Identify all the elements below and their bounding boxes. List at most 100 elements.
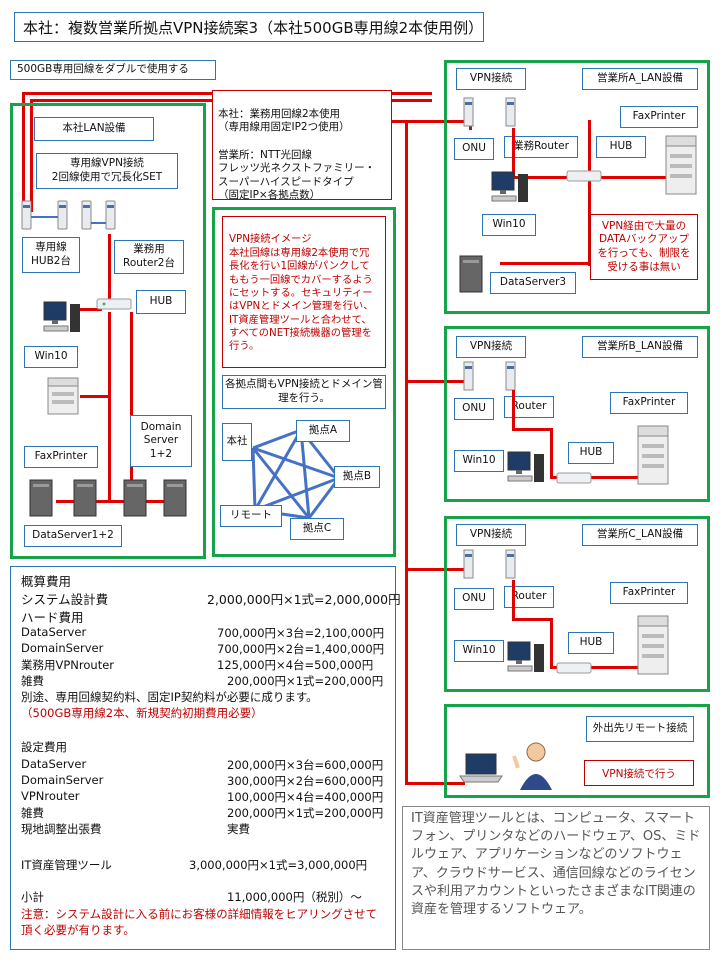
office-a-onu-router-icons: [463, 97, 516, 127]
hq-wire-hub-win: [80, 308, 102, 311]
office-c-fax-label: FaxPrinter: [610, 582, 688, 604]
hq-lan-area: [10, 103, 206, 559]
setup-row-vpnrouter: VPNrouter 100,000円×4台=400,000円: [21, 789, 384, 804]
office-b-printer-icon: [637, 425, 669, 485]
setup-row-travel: 現地調整出張費 実費: [21, 822, 250, 836]
office-b-onu-label: ONU: [454, 398, 494, 420]
office-c-lan-label: 営業所C_LAN設備: [582, 524, 698, 546]
cost-box: 概算費用 システム設計費 2,000,000円×1式=2,000,000円 ハー…: [10, 566, 401, 950]
office-a-vpn-label: VPN接続: [456, 68, 526, 90]
hq-wire-fax: [80, 395, 110, 398]
cost-row-extra: 別途、専用回線契約料、固定IP契約料が必要に成ります。: [21, 690, 318, 704]
vpn-image-area: [212, 207, 396, 557]
office-a-win10-label: Win10: [482, 214, 536, 236]
hq-hub-label: HUB: [136, 290, 186, 314]
office-b-router-label: Router: [504, 396, 554, 418]
hq-domain-label: Domain Server 1+2: [130, 415, 192, 467]
office-b-wire-4: [550, 476, 640, 479]
office-a-wire-4: [588, 176, 591, 266]
vpn-image-text: VPN接続イメージ 本社回線は専用線2本使用で冗長化を行い1回線がパンクしてもも…: [222, 216, 386, 368]
setup-row-domainserver: DomainServer 300,000円×2台=600,000円: [21, 773, 384, 788]
office-a-server-icon: [459, 255, 483, 293]
office-b-win10-label: Win10: [454, 450, 504, 472]
office-c-wire-2: [512, 618, 552, 621]
office-a-wire-5: [500, 262, 590, 265]
office-a-lan-label: 営業所A_LAN設備: [582, 68, 698, 90]
vpn-image-sub: 各拠点間もVPN接続とドメイン管理を行う。: [222, 375, 386, 409]
hq-lan-label: 本社LAN設備: [34, 117, 154, 141]
trunk-wire-right-v: [405, 120, 408, 785]
vpn-node-a: 拠点A: [296, 420, 350, 442]
setup-row-misc: 雑費 200,000円×1式=200,000円: [21, 806, 384, 820]
cost-heading-2: ハード費用: [21, 610, 84, 625]
hq-vpn-label: 専用線VPN接続 2回線使用で冗長化SET: [36, 153, 178, 189]
office-b-wire-2: [512, 428, 552, 431]
cost-row-design: システム設計費 2,000,000円×1式=2,000,000円: [21, 592, 401, 607]
cost-row-misc: 雑費 200,000円×1式=200,000円: [21, 674, 384, 688]
office-a-wire-3: [588, 120, 591, 178]
cost-note: 注意：システム設計に入る前にお客様の詳細情報をヒアリングさせて頂く必要が有ります…: [21, 907, 378, 937]
cost-row-dataserver: DataServer 700,000円×3台=2,100,000円: [21, 625, 385, 640]
hq-hub-device: [96, 298, 132, 310]
office-b-lan-label: 営業所B_LAN設備: [582, 336, 698, 358]
office-b-hub-icon: [556, 472, 592, 484]
trunk-wire-v-left1: [22, 92, 25, 212]
itam-description: IT資産管理ツールとは、コンピュータ、スマートフォン、プリンタなどのハードウェア…: [402, 806, 710, 950]
note-double-line: 500GB専用回線をダブルで使用する: [10, 60, 216, 80]
office-a-printer-icon: [665, 135, 697, 195]
vpn-node-b: 拠点B: [334, 466, 380, 488]
hq-pc-icon: [43, 301, 80, 332]
office-a-fax-label: FaxPrinter: [620, 106, 698, 128]
office-c-wire-1: [512, 580, 515, 618]
remote-area: [444, 704, 710, 798]
office-c-printer-icon: [637, 615, 669, 675]
cost-heading-3: 設定費用: [21, 740, 67, 754]
hq-printer-icon: [47, 377, 79, 415]
hq-wire-down: [108, 312, 111, 502]
office-a-router-label: 業務Router: [504, 136, 578, 158]
cost-row-itam: IT資産管理ツール 3,000,000円×1式=3,000,000円: [21, 858, 368, 872]
vpn-node-remote: リモート: [220, 505, 282, 527]
office-a-area: [444, 60, 710, 314]
trunk-wire-to-remote: [405, 782, 465, 785]
vpn-node-hq: 本社: [222, 423, 252, 461]
office-c-router-label: Router: [504, 586, 554, 608]
hq-router2-label: 業務用 Router2台: [114, 240, 184, 274]
office-b-onu-router-icons: [463, 361, 516, 391]
setup-row-dataserver: DataServer 200,000円×3台=600,000円: [21, 757, 384, 772]
office-c-wire-3: [550, 618, 553, 666]
office-b-fax-label: FaxPrinter: [610, 392, 688, 414]
office-a-note: VPN経由で大量のDATAバックアップを行っても、制限を受ける事は無い: [590, 214, 698, 280]
hq-dataserver-label: DataServer1+2: [24, 525, 122, 547]
office-b-vpn-label: VPN接続: [456, 336, 526, 358]
office-a-wire-1: [512, 128, 515, 176]
office-c-onu-label: ONU: [454, 588, 494, 610]
cost-row-extra-note: （500GB専用線2本、新規契約初期費用必要）: [21, 706, 263, 720]
remote-vpn-note: VPN接続で行う: [584, 760, 694, 786]
office-b-wire-3: [550, 428, 553, 476]
trunk-wire-to-b: [405, 380, 471, 383]
cost-row-vpnrouter: 業務用VPNrouter 125,000円×4台=500,000円: [21, 658, 374, 672]
trunk-wire-to-a: [392, 120, 472, 123]
hq-wire-router-hub: [108, 234, 111, 300]
hq-fax-label: FaxPrinter: [24, 446, 98, 468]
office-c-pc-icon: [507, 641, 544, 672]
office-c-hub-icon: [556, 662, 592, 674]
hq-wire-servers: [56, 500, 186, 503]
remote-user-icon: [512, 742, 552, 790]
hq-router-devices: [21, 200, 116, 230]
remote-laptop-icon: [459, 753, 503, 783]
office-b-wire-1: [512, 390, 515, 428]
office-a-onu-label: ONU: [454, 138, 494, 160]
office-c-vpn-label: VPN接続: [456, 524, 526, 546]
page-title: 本社：複数営業所拠点VPN接続案3（本社500GB専用線2本使用例）: [14, 12, 484, 42]
remote-label: 外出先リモート接続: [586, 716, 694, 742]
office-a-hub-label: HUB: [596, 136, 646, 158]
office-a-hub-icon: [566, 170, 602, 182]
office-c-area: [444, 516, 710, 692]
office-b-pc-icon: [507, 451, 544, 482]
vpn-node-c: 拠点C: [290, 518, 344, 540]
office-c-onu-router-icons: [463, 549, 516, 579]
office-a-dataserver-label: DataServer3: [490, 272, 576, 294]
hq-wire-servers-v: [130, 312, 133, 502]
